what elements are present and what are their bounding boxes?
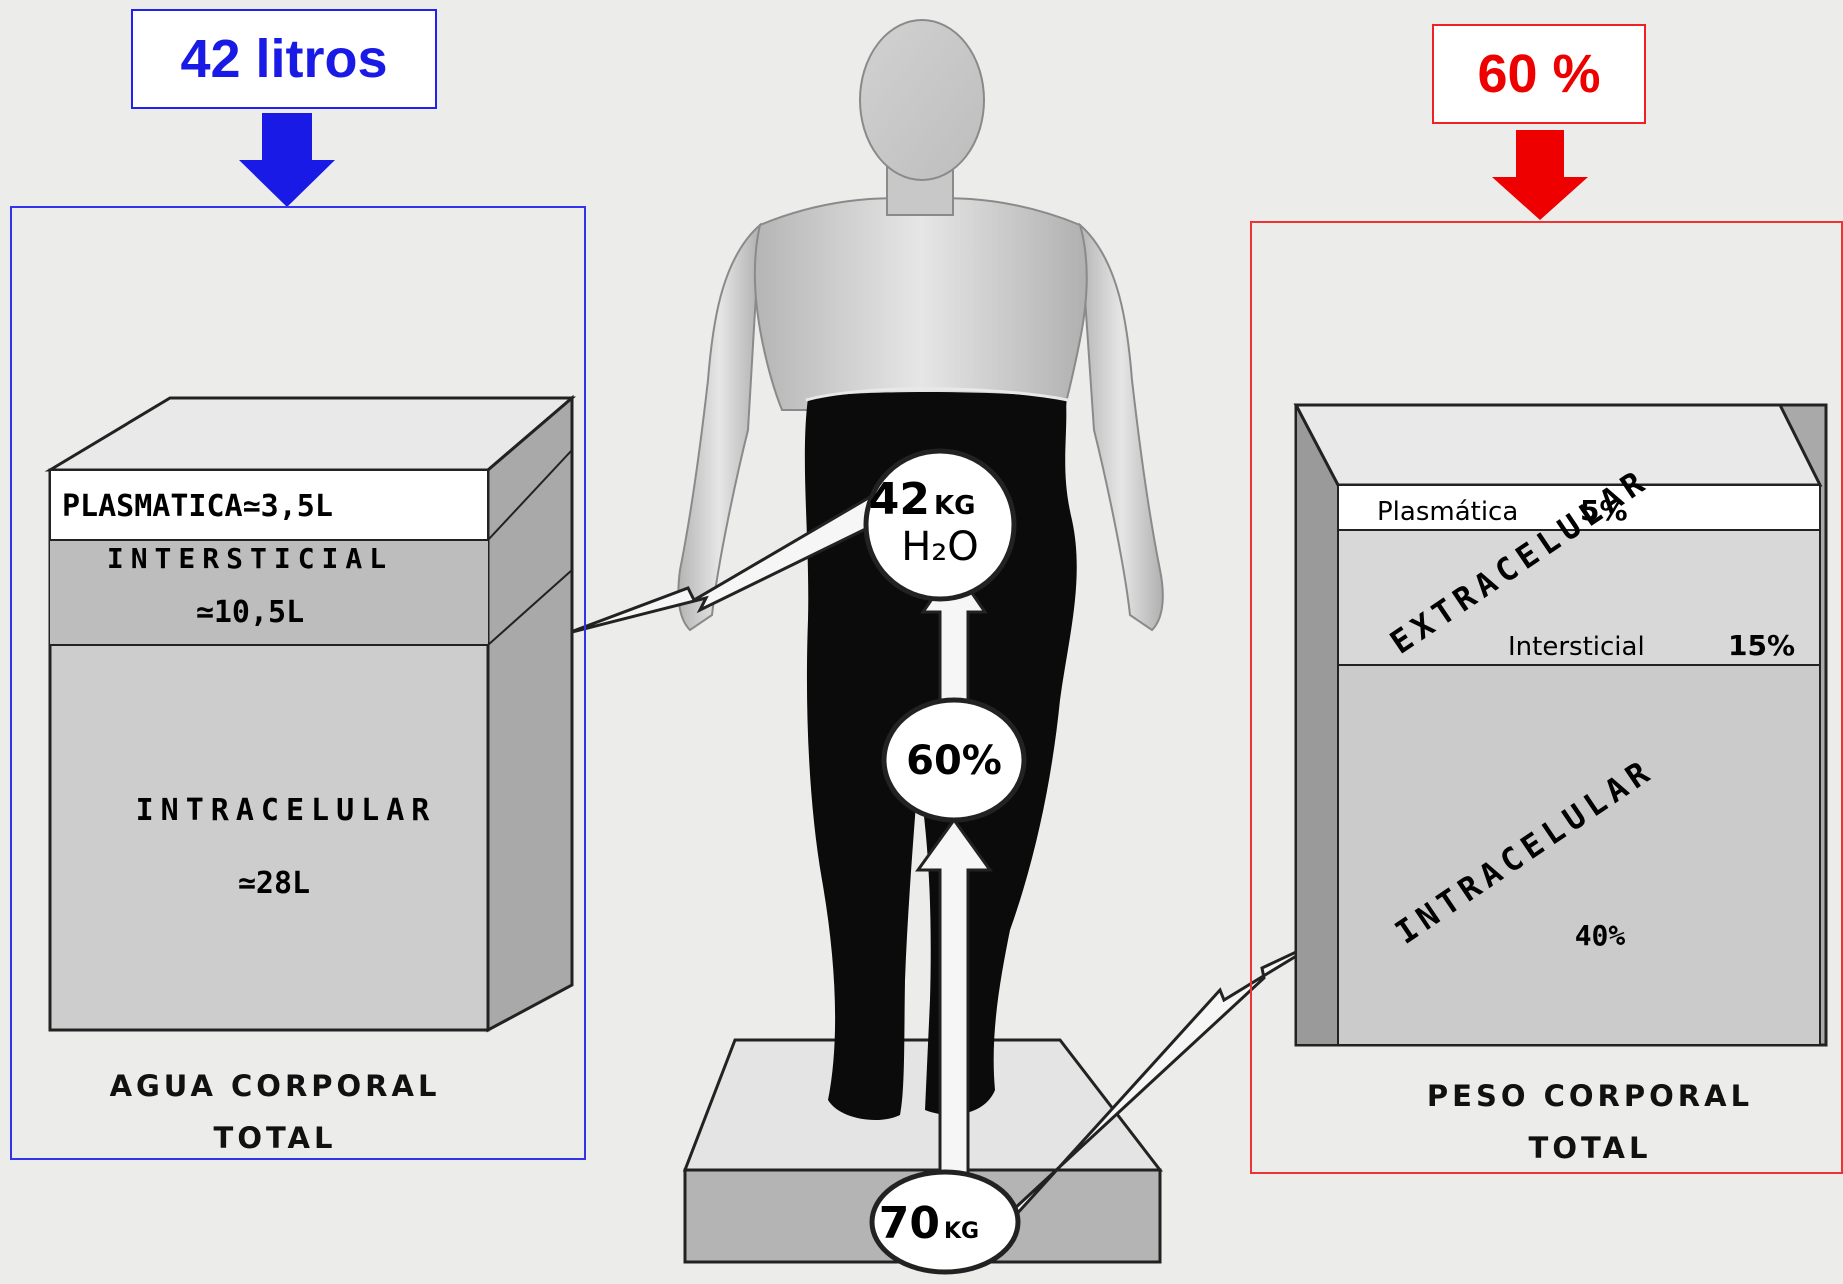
total-weight-caption-line2: TOTAL: [1350, 1122, 1830, 1174]
total-weight-caption-line1: PESO CORPORAL: [1350, 1070, 1830, 1122]
water-frame: [10, 206, 586, 1160]
water-weight-circle: 42 KG H₂O: [866, 451, 1014, 599]
weight-unit: KG: [944, 1219, 979, 1244]
total-water-caption-line2: TOTAL: [40, 1112, 510, 1164]
red-down-arrow: [1492, 130, 1588, 220]
total-weight-circle: 70 KG: [872, 1172, 1018, 1272]
total-weight-caption: PESO CORPORAL TOTAL: [1350, 1070, 1830, 1174]
weight-value: 70: [879, 1198, 940, 1249]
body-weight-percent-tag: 60 %: [1432, 24, 1646, 124]
flow-arrows: [568, 490, 1326, 1238]
blue-down-arrow: [239, 113, 335, 207]
percent-value: 60%: [906, 738, 1002, 784]
weight-frame: [1250, 221, 1843, 1174]
water-formula: H₂O: [901, 524, 979, 570]
percent-circle: 60%: [884, 700, 1024, 820]
total-water-caption-line1: AGUA CORPORAL: [40, 1060, 510, 1112]
total-water-caption: AGUA CORPORAL TOTAL: [40, 1060, 510, 1164]
total-water-tag: 42 litros: [131, 9, 437, 109]
water-unit: KG: [934, 491, 976, 521]
water-value: 42: [869, 474, 930, 525]
